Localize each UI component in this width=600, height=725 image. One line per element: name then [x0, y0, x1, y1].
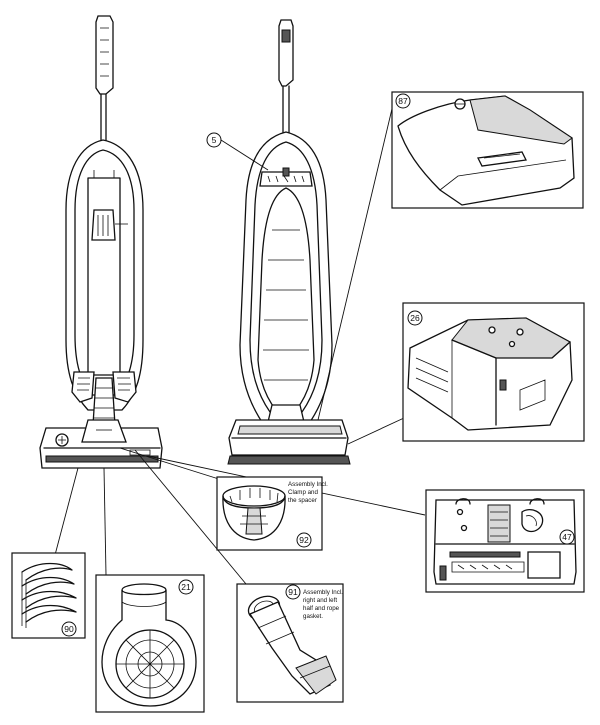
callout-5-label: 5: [212, 135, 217, 145]
note-91-line-2: right and left: [303, 597, 337, 604]
vacuum-front-view: [227, 19, 351, 465]
callout-92-label: 92: [299, 535, 309, 545]
note-91: Assembly Incl. right and left half and r…: [303, 589, 343, 620]
vacuum-rear-view: [39, 15, 163, 469]
note-92-line-3: the spacer: [288, 497, 317, 504]
part-21-box: [95, 574, 205, 713]
callout-47: 47: [559, 529, 575, 545]
callout-87-label: 87: [398, 96, 408, 106]
callout-26: 26: [407, 310, 423, 326]
part-47-box: [425, 489, 585, 593]
note-91-line-1: Assembly Incl.: [303, 589, 343, 596]
callout-21: 21: [178, 579, 194, 595]
part-87-box: [391, 91, 584, 209]
callout-90: 90: [61, 621, 77, 637]
part-26-box: [402, 302, 585, 442]
note-91-line-3: half and rope: [303, 605, 340, 612]
note-91-line-4: gasket.: [303, 613, 323, 620]
callout-92: 92: [296, 532, 312, 548]
callout-91: 91: [285, 584, 301, 600]
callout-5: 5: [206, 132, 222, 148]
callout-90-label: 90: [64, 624, 74, 634]
note-92-line-2: Clamp and: [288, 489, 318, 496]
callout-26-label: 26: [410, 313, 420, 323]
part-92-box: [216, 476, 323, 551]
note-92: Assembly Incl. Clamp and the spacer: [288, 481, 328, 504]
callout-87: 87: [395, 93, 411, 109]
callout-47-label: 47: [562, 532, 572, 542]
part-91-box: [236, 583, 344, 703]
note-92-line-1: Assembly Incl.: [288, 481, 328, 488]
callout-91-label: 91: [288, 587, 298, 597]
callout-21-label: 21: [181, 582, 191, 592]
